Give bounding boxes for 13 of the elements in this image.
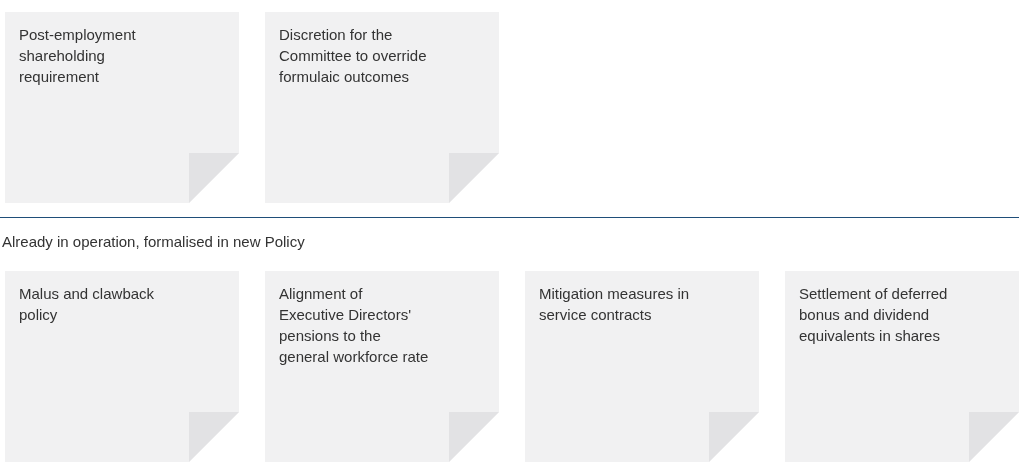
card-text: Mitigation measures in service contracts bbox=[539, 284, 691, 325]
card-text: Settlement of deferred bonus and dividend equivalents in shares bbox=[799, 284, 949, 346]
card-text: Discretion for the Committee to override formulaic outcomes bbox=[279, 25, 428, 87]
folded-corner-card bbox=[5, 271, 239, 462]
folded-corner-card bbox=[5, 12, 239, 203]
folded-corner-card bbox=[265, 12, 499, 203]
card-text: Post-employment shareholding requirement bbox=[19, 25, 137, 87]
folded-corner-card bbox=[525, 271, 759, 462]
card-text: Malus and clawback policy bbox=[19, 284, 156, 325]
card-text: Alignment of Executive Directors' pensions to the general workforce rate bbox=[279, 284, 430, 367]
folded-corner-card bbox=[265, 271, 499, 462]
folded-corner-card bbox=[785, 271, 1019, 462]
section-heading: Already in operation, formalised in new Policy bbox=[2, 233, 305, 250]
